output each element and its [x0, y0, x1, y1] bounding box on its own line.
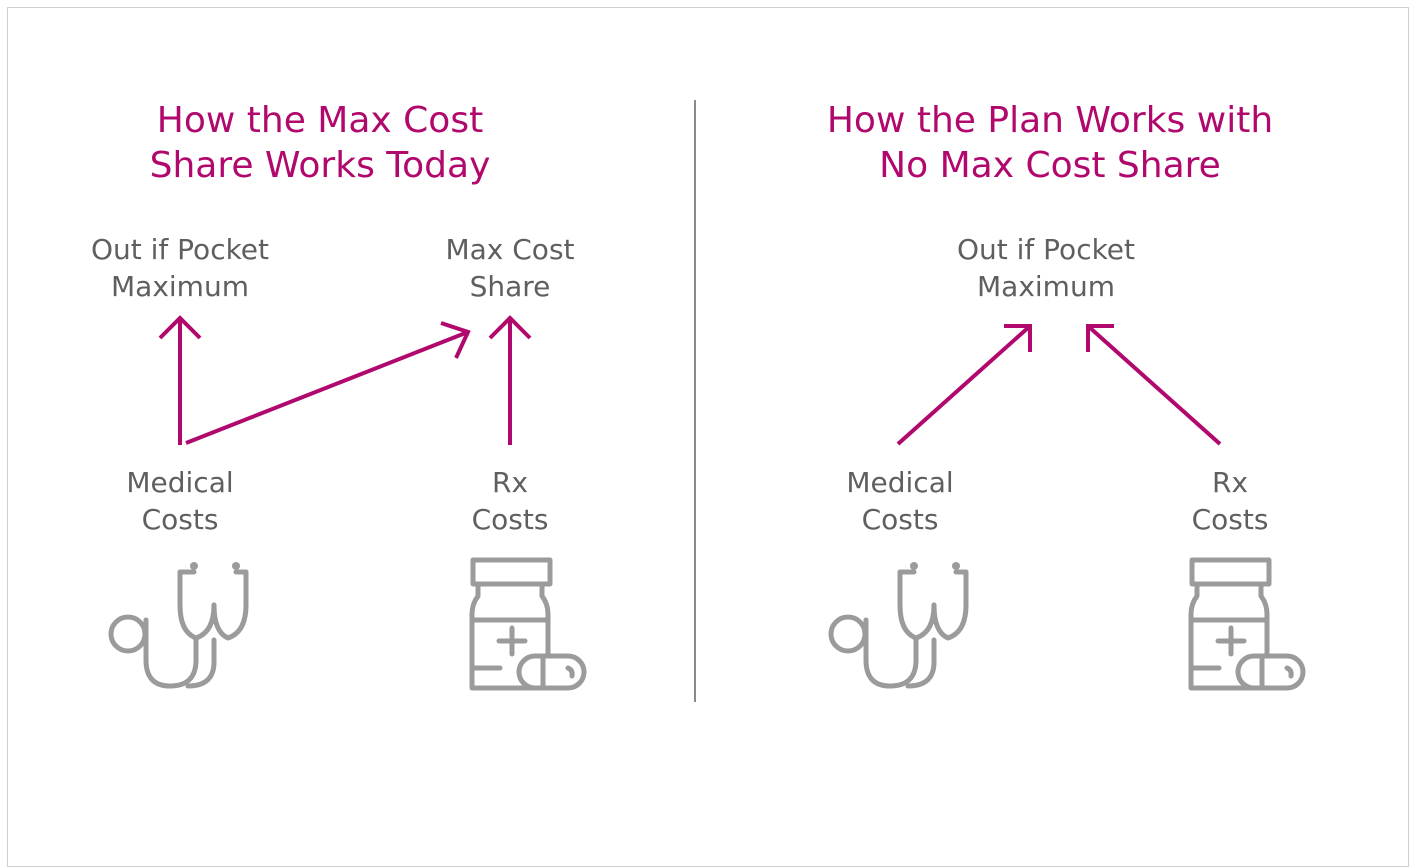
right-oop-max-label: Out if Pocket Maximum: [956, 233, 1136, 303]
arrow-medical-to-oop: [158, 315, 202, 445]
left-oop-max-label: Out if Pocket Maximum: [90, 233, 270, 303]
pill-bottle-icon: [469, 557, 587, 691]
left-rx-costs-label: Rx Costs: [471, 466, 549, 536]
arrow-rx-to-max-cost-share: [488, 315, 532, 445]
arrow-right-rx-to-oop: [1086, 324, 1222, 446]
left-panel-title: How the Max Cost Share Works Today: [149, 100, 491, 186]
arrow-medical-to-max-cost-share: [185, 321, 471, 445]
right-panel-title: How the Plan Works with No Max Cost Shar…: [826, 100, 1274, 186]
panel-divider: [694, 100, 696, 702]
arrow-right-medical-to-oop: [896, 324, 1032, 446]
left-medical-costs-label: Medical Costs: [126, 466, 234, 536]
left-max-cost-share-label: Max Cost Share: [445, 233, 575, 303]
right-rx-costs-label: Rx Costs: [1191, 466, 1269, 536]
stethoscope-icon: [108, 562, 249, 689]
stethoscope-icon: [828, 562, 969, 689]
pill-bottle-icon: [1188, 557, 1306, 691]
right-medical-costs-label: Medical Costs: [846, 466, 954, 536]
